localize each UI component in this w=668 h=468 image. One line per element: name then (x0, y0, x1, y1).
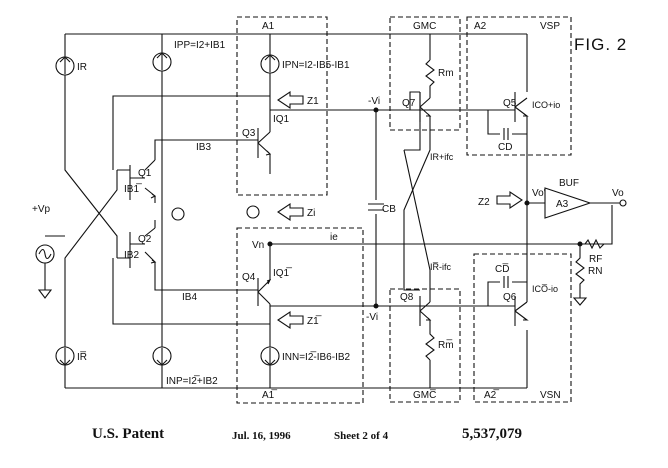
label-rm: Rm (438, 68, 454, 79)
label-q5: Q5 (503, 98, 517, 109)
label-gmc-top: GMC (413, 21, 436, 32)
footer-patent-number: 5,537,079 (462, 426, 522, 442)
label-ipp: IPP=I2+IB1 (174, 40, 226, 51)
box-gmc-top (389, 16, 461, 131)
label-irb-ifc: IR̅-ifc (430, 262, 451, 272)
label-iq1: IQ1 (273, 114, 290, 125)
label-neg-vi-bottom: -Vi (366, 312, 378, 323)
label-cd: CD (498, 142, 512, 153)
label-ir-bar: IR̅ (77, 351, 87, 363)
label-vsp: VSP (540, 21, 560, 32)
box-gmc-bottom (389, 288, 461, 403)
label-inn: INN=I2̅-IB6-IB2 (282, 351, 351, 363)
label-gmc-bottom: GMC̅ (413, 389, 436, 401)
label-ie: ie (330, 232, 338, 243)
box-bottom-mirror (236, 227, 364, 404)
label-ib2: IB2 (124, 250, 139, 261)
label-ib1: IB1̅ (124, 183, 142, 195)
label-a1: A1 (262, 21, 275, 32)
label-z1-bar: Z1̅ (307, 315, 322, 327)
label-zi: Zi (307, 208, 315, 219)
label-a1-bar: A1̅ (262, 389, 277, 401)
z2-arrow (496, 190, 523, 210)
label-z1: Z1 (307, 96, 319, 107)
label-vo: Vo (612, 188, 624, 199)
label-rn: RN (588, 266, 602, 277)
footer-patent: U.S. Patent (92, 426, 165, 442)
figure-label: FIG. 2 (574, 35, 627, 54)
label-q1: Q1 (138, 168, 152, 179)
label-vn: Vn (252, 240, 264, 251)
label-z2: Z2 (478, 197, 490, 208)
label-rm-bar: Rm̅ (438, 339, 454, 351)
label-icob-io: ICO̅-io (532, 284, 558, 294)
plus-node (171, 207, 185, 221)
label-q2: Q2 (138, 234, 152, 245)
label-a2-bar: A2̅ (484, 389, 499, 401)
label-ico-io: ICO+io (532, 100, 560, 110)
label-q7: Q7 (402, 98, 416, 109)
box-vsn-amp (473, 253, 572, 403)
label-buf: BUF (559, 178, 579, 189)
label-a3: A3 (556, 199, 569, 210)
footer-date: Jul. 16, 1996 (232, 430, 291, 442)
z1-arrow (277, 90, 304, 110)
buffer-amplifier (544, 187, 592, 219)
label-ir: IR (77, 62, 87, 73)
label-ib4: IB4 (182, 292, 197, 303)
label-vsn: VSN (540, 390, 561, 401)
footer-sheet: Sheet 2 of 4 (334, 430, 389, 442)
box-top-mirror (236, 16, 328, 196)
label-cd-bar: CD̅ (495, 263, 509, 275)
label-ib3: IB3 (196, 142, 211, 153)
label-cb: CB (382, 204, 396, 215)
label-q4: Q4 (242, 272, 256, 283)
z1b-arrow (277, 310, 304, 330)
label-q8: Q8 (400, 292, 414, 303)
label-ir-ifc: IR+ifc (430, 152, 454, 162)
box-vsp-amp (466, 16, 572, 156)
minus-node (246, 205, 260, 219)
label-rf: RF (589, 254, 602, 265)
label-neg-vi-top: -Vi (368, 96, 380, 107)
label-q6: Q6 (503, 292, 517, 303)
label-ipn: IPN=I2-IB5-IB1 (282, 60, 350, 71)
label-vp: +Vp (32, 204, 51, 215)
label-a2: A2 (474, 21, 487, 32)
zi-arrow (277, 202, 304, 222)
label-inp: INP=I2̅+IB2 (166, 375, 218, 387)
label-q3: Q3 (242, 128, 256, 139)
label-iq1-bar: IQ1̅ (273, 267, 292, 279)
label-vo-prime: Vo' (532, 188, 546, 199)
